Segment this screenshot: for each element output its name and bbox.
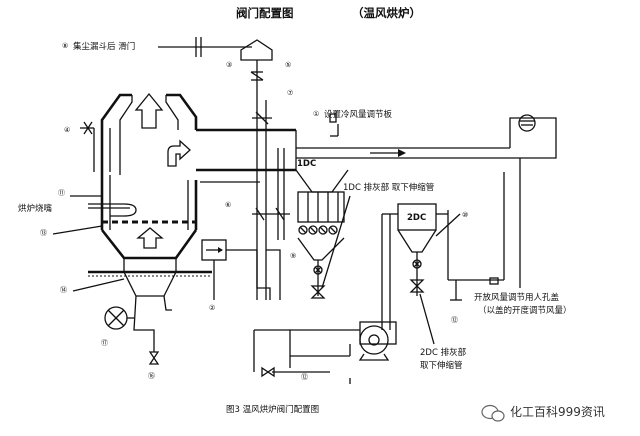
marker-3: ③ (226, 61, 232, 69)
marker-14: ⑭ (60, 286, 67, 294)
dc2-discharge-label-2: 取下伸缩管 (420, 360, 463, 371)
valve-16 (148, 351, 160, 365)
marker-4: ④ (64, 126, 70, 134)
marker-11: ⑪ (58, 189, 65, 197)
marker-16: ⑯ (148, 372, 155, 380)
marker-5: ⑤ (285, 61, 291, 69)
marker-9: ⑨ (290, 252, 296, 260)
marker-7: ⑦ (287, 89, 293, 97)
marker-17: ⑰ (101, 339, 108, 347)
furnace-body (88, 92, 212, 352)
hopper-gate-label: 集尘漏斗后 滑门 (73, 41, 135, 52)
figure-caption: 图3 温风烘炉阀门配置图 (226, 404, 319, 415)
slide-gate (158, 37, 252, 57)
diagram-title: 阀门配置图 (236, 6, 294, 20)
marker-12-right: ⑫ (451, 316, 458, 324)
furnace-burner-label: 烘炉烧嘴 (18, 203, 53, 214)
dust-hopper (240, 39, 273, 100)
riser-pipes (252, 100, 290, 300)
valve-4 (80, 121, 94, 135)
dc2-discharge-label-1: 2DC 排灰部 (420, 347, 467, 358)
vent-cap-icon (518, 114, 536, 132)
manhole-label-2: （以盖的开度调节风量） (478, 305, 572, 316)
dc2-label: 2DC (407, 213, 426, 223)
marker-6: ⑥ (225, 201, 231, 209)
manhole-cover (489, 277, 499, 285)
dc1-cyclone (295, 169, 349, 299)
marker-12-bottom: ⑫ (301, 373, 308, 381)
main-duct (196, 113, 557, 288)
manhole-label-1: 开放风量调节用人孔盖 (474, 292, 560, 303)
marker-13: ⑬ (40, 229, 47, 237)
blower-fan (104, 306, 134, 330)
exhaust-fan (253, 321, 397, 384)
cold-air-damper-label: 设置冷风量调节板 (324, 109, 393, 120)
heat-exchanger (201, 239, 257, 300)
dc2-cyclone (381, 203, 448, 330)
marker-10: ⑩ (462, 211, 468, 219)
diagram-subtitle: （温风烘炉） (352, 6, 421, 20)
dc1-label: 1DC (297, 159, 316, 169)
valve-12 (450, 280, 462, 301)
marker-8: ⑧ (62, 42, 68, 50)
marker-2: ② (209, 304, 215, 312)
dc1-discharge-label: 1DC 排灰部 取下伸缩管 (343, 182, 434, 193)
wechat-icon (481, 404, 505, 422)
watermark-text: 化工百科999资讯 (510, 405, 605, 419)
marker-1: ① (313, 110, 319, 118)
